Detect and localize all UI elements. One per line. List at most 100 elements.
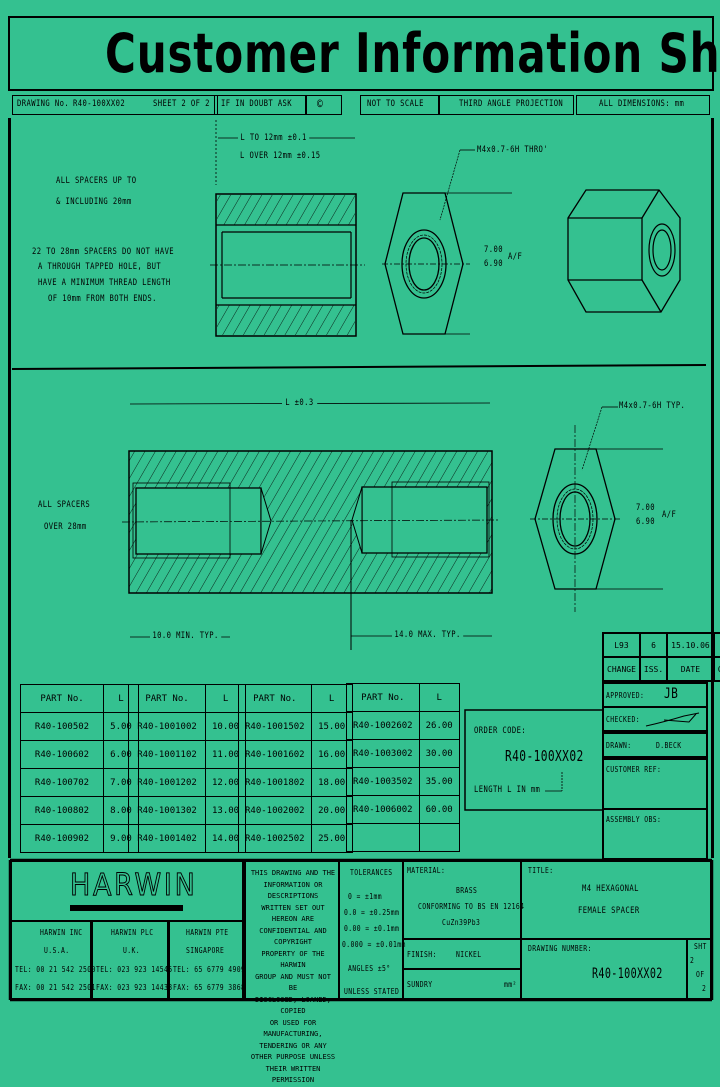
upper-hex-end-view	[382, 149, 512, 335]
text-label: FAX: 65 6779 3868	[173, 983, 246, 992]
text-label: HARWIN PLC	[111, 928, 154, 937]
isometric-hex-view	[567, 189, 681, 313]
drawing-no-value: R40-100XX02	[73, 99, 126, 109]
table-cell: 6	[638, 632, 669, 658]
sheet-block: SHT 2 OF 2	[686, 938, 712, 1000]
upper-thread-callout: M4x0.7-6H THRO'	[477, 145, 549, 155]
text-label: FAX: 023 923 14433	[96, 983, 173, 992]
text-label: HARWIN PTE	[186, 928, 229, 937]
lower-af-label: A/F	[662, 510, 677, 520]
table-cell	[346, 823, 420, 852]
lower-af-max: 7.00	[636, 503, 655, 513]
assembly-obs-cell: ASSEMBLY OBS:	[602, 808, 708, 860]
table-cell: R40-1003002	[346, 739, 420, 768]
lower-hex-end-view	[530, 406, 663, 612]
text-label: CUSTOMER REF:	[606, 765, 662, 774]
order-code-length-label: LENGTH L IN mm	[474, 785, 541, 795]
text-label: TEL: 65 6779 4909	[173, 965, 246, 974]
text-label: THIS DRAWING AND THE	[250, 869, 336, 877]
text-label: APPROVED:	[606, 691, 645, 700]
title-banner: Customer Information Sheet	[8, 16, 720, 91]
text-label: CHECKED:	[606, 715, 641, 724]
drawing-frame	[8, 118, 714, 858]
text-label: ASSEMBLY OBS:	[606, 815, 662, 824]
upper-af-min: 6.90	[484, 259, 503, 269]
table-cell: 60.00	[418, 795, 460, 824]
harwin-logo: HARWIN	[70, 868, 198, 904]
text-label: FINISH:	[407, 950, 437, 959]
checked-signature-icon	[645, 712, 700, 727]
upper-note1-line2: & INCLUDING 20mm	[56, 197, 132, 207]
table-cell: C.NOTE	[712, 656, 720, 682]
order-code-label: ORDER CODE:	[474, 726, 527, 736]
text-label: TENDERING OR ANY	[259, 1041, 327, 1050]
material-block: MATERIAL: BRASS CONFORMING TO BS EN 1216…	[402, 860, 524, 940]
table-cell: R40-100702	[20, 768, 104, 797]
lower-af-min: 6.90	[636, 517, 655, 527]
table-cell: R40-100502	[20, 712, 104, 741]
text-label: HARWIN INC	[40, 928, 83, 937]
sheet-value: SHEET 2 OF 2	[153, 99, 210, 109]
drawing-number-value: R40-100XX02	[592, 966, 663, 982]
header-part-no: PART No.	[20, 684, 104, 713]
revision-header-row: CHANGE ISS. DATE C.NOTE	[602, 656, 720, 682]
table-cell: R40-1002502	[238, 824, 312, 853]
not-to-scale-text: NOT TO SCALE	[367, 99, 424, 109]
text-label: 0 = ±1mm	[348, 892, 383, 901]
text-label: OTHER PURPOSE UNLESS	[250, 1053, 336, 1061]
office-singapore: HARWIN PTE SINGAPORE TEL: 65 6779 4909 F…	[168, 920, 246, 1000]
text-label: DRAWN:	[606, 741, 632, 750]
tolerances-block: TOLERANCES 0 = ±1mm 0.0 = ±0.25mm 0.00 =…	[338, 860, 406, 1000]
text-label: D.BECK	[656, 741, 682, 750]
projection-icon: ©	[317, 97, 324, 111]
header-part-no: PART No.	[346, 683, 420, 712]
text-label: TOLERANCES	[350, 868, 393, 877]
text-label: 0.000 = ±0.01mm	[342, 940, 406, 949]
approved-cell: APPROVED: JB	[602, 682, 708, 708]
upper-length-dim2: L OVER 12mm ±0.15	[240, 151, 321, 161]
table-cell: R40-1001002	[128, 712, 206, 741]
table-cell: R40-100602	[20, 740, 104, 769]
harwin-logo-cell: HARWIN	[10, 860, 244, 922]
upper-length-dim1: L TO 12mm ±0.1	[238, 133, 310, 143]
header-length: L	[310, 684, 353, 713]
revision-table: L93 6 15.10.06 9572 CHANGE ISS. DATE C.N…	[602, 632, 720, 682]
upper-af-max: 7.00	[484, 245, 503, 255]
table-cell: 18.00	[310, 768, 353, 797]
table-cell: R40-100802	[20, 796, 104, 825]
table-cell: R40-1002002	[238, 796, 312, 825]
table-cell: R40-1003502	[346, 767, 420, 796]
table-cell: R40-1001202	[128, 768, 206, 797]
confidentiality-notice: THIS DRAWING AND THE INFORMATION OR DESC…	[244, 860, 340, 1084]
text-label: CuZn39Pb3	[442, 918, 481, 927]
text-label: THEIR WRITTEN PERMISSION	[265, 1064, 321, 1085]
table-cell: R40-1002602	[346, 711, 420, 740]
table-cell: R40-1001102	[128, 740, 206, 769]
text-label: UNLESS STATED	[344, 987, 400, 996]
customer-ref-cell: CUSTOMER REF:	[602, 758, 708, 810]
lower-note-line2: OVER 28mm	[44, 522, 87, 532]
upper-section-view	[210, 120, 365, 337]
text-label: TITLE:	[528, 866, 554, 875]
drawing-number-cell: DRAWING No. R40-100XX02 SHEET 2 OF 2	[12, 95, 218, 115]
logo-underline	[70, 905, 183, 911]
text-label: 0.00 = ±0.1mm	[344, 924, 400, 933]
table-cell: ISS.	[638, 656, 669, 682]
text-label: OF	[696, 970, 705, 979]
lower-left-thread-dim: 10.0 MIN. TYP.	[150, 631, 222, 641]
